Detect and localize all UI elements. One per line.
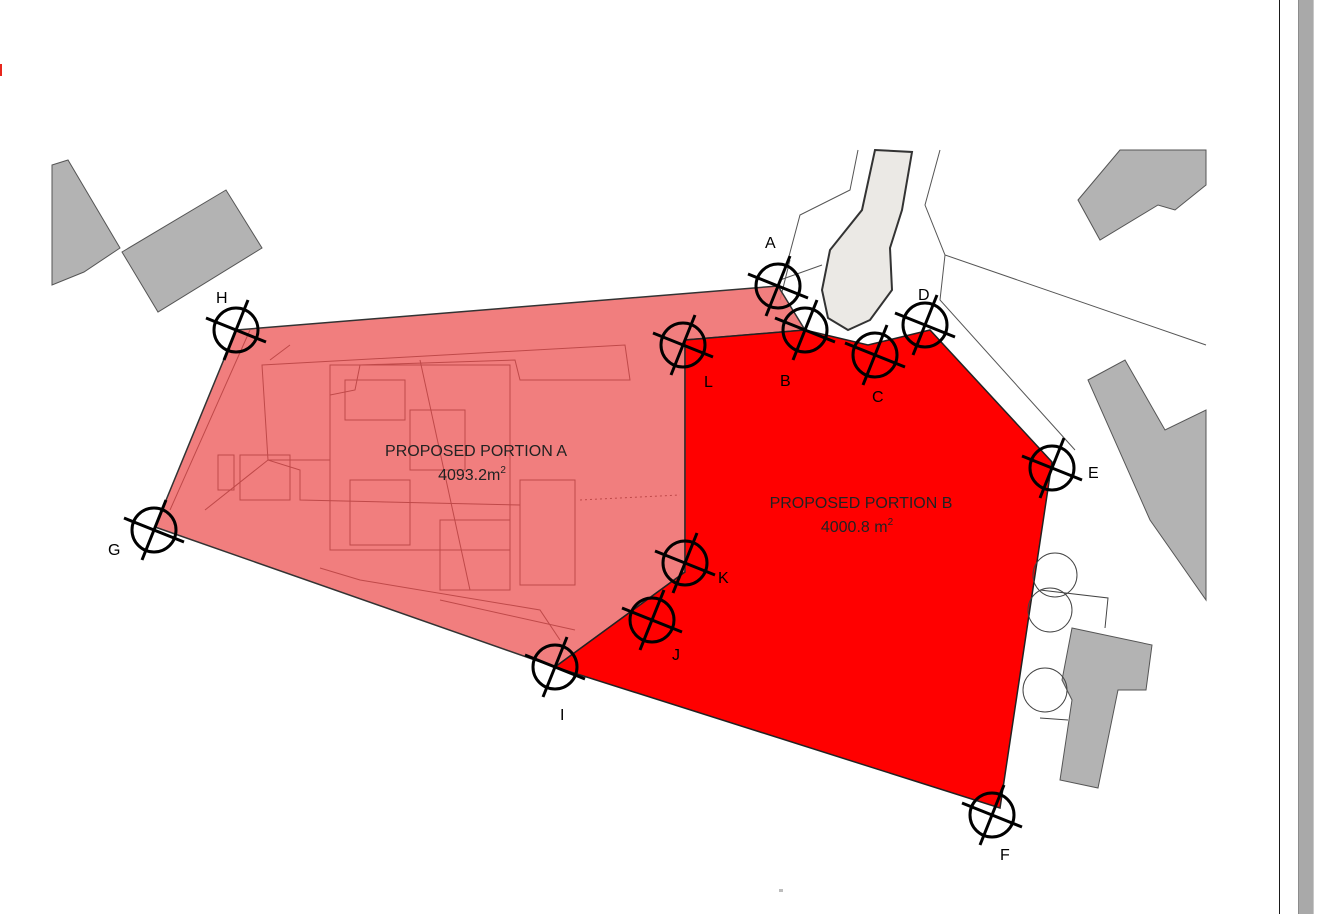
portion-b-title: PROPOSED PORTION B [770, 495, 953, 512]
vertical-scrollbar[interactable] [1298, 0, 1314, 914]
neighbour-building-ne [1077, 149, 1207, 241]
survey-marker-b [774, 299, 836, 361]
survey-marker-label-d: D [918, 287, 930, 304]
survey-marker-label-g: G [108, 542, 120, 559]
site-plan: PROPOSED PORTION A 4093.2m2 PROPOSED POR… [51, 148, 1207, 864]
survey-marker-label-c: C [872, 389, 884, 406]
survey-marker-e [1021, 437, 1083, 499]
survey-markers [123, 255, 1083, 846]
neighbour-building-se [1059, 627, 1153, 789]
neighbour-building-e [1087, 359, 1207, 602]
survey-marker-label-l: L [704, 374, 713, 391]
portion-a-area-text: 4093.2m2 [438, 465, 506, 484]
survey-marker-l [652, 314, 714, 376]
portion-a-title: PROPOSED PORTION A [385, 443, 567, 460]
survey-marker-g [123, 499, 185, 561]
page-indicator [779, 889, 783, 892]
survey-marker-labels: A B C D E F G H I J K L [108, 235, 1099, 864]
portion-a-label: PROPOSED PORTION A 4093.2m2 [385, 443, 567, 484]
survey-marker-label-a: A [765, 235, 776, 252]
survey-marker-i [524, 636, 586, 698]
survey-marker-j [621, 589, 683, 651]
survey-marker-f [961, 784, 1023, 846]
access-road [779, 148, 1207, 451]
survey-marker-label-j: J [672, 647, 680, 664]
neighbour-building-nw-1 [51, 159, 121, 286]
survey-marker-label-h: H [216, 290, 228, 307]
survey-marker-d [894, 294, 956, 356]
survey-marker-c [844, 324, 906, 386]
survey-marker-label-f: F [1000, 847, 1010, 864]
survey-marker-h [205, 299, 267, 361]
survey-marker-a [747, 255, 809, 317]
house-outline [169, 329, 681, 641]
portion-b-label: PROPOSED PORTION B 4000.8 m2 [770, 495, 953, 536]
portion-b-area-text: 4000.8 m2 [821, 517, 894, 536]
road-surface [820, 148, 914, 332]
survey-marker-k [654, 532, 716, 594]
survey-marker-label-i: I [560, 707, 564, 724]
balcony-arcs [1022, 552, 1109, 721]
neighbour-buildings [51, 149, 1207, 789]
survey-marker-label-k: K [718, 570, 729, 587]
survey-marker-label-e: E [1088, 465, 1099, 482]
sheet-border [1279, 0, 1280, 914]
neighbour-building-nw-2 [121, 189, 263, 313]
red-edge-mark [0, 64, 2, 76]
survey-marker-label-b: B [780, 373, 791, 390]
